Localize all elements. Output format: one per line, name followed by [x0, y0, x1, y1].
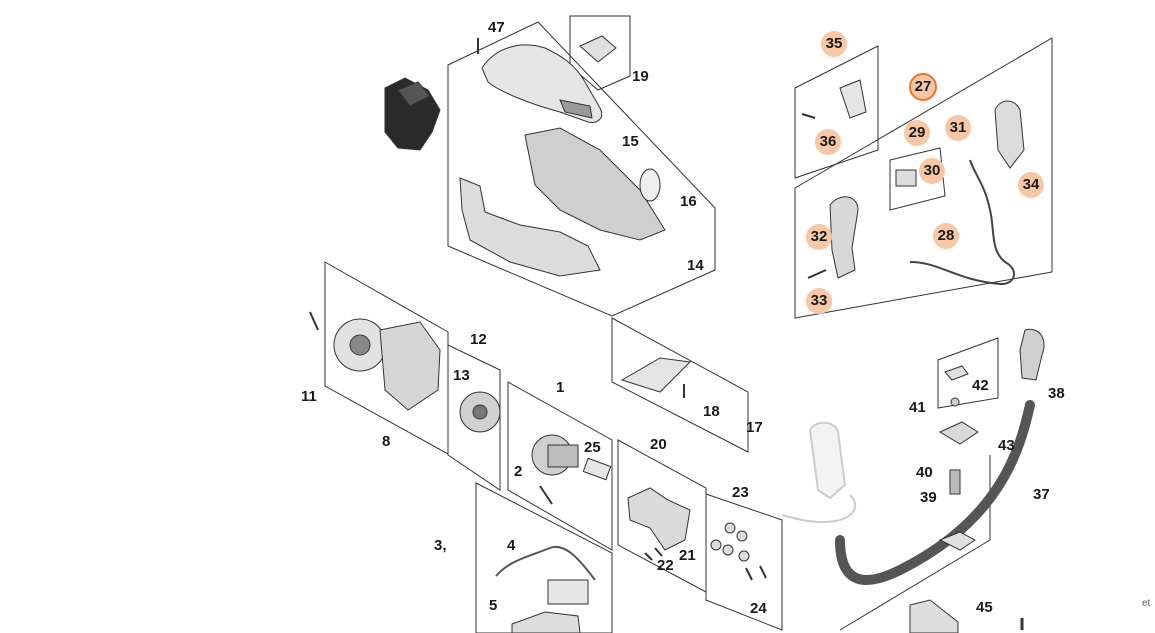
part-clip-2 [539, 485, 553, 505]
part-label-39[interactable]: 39 [920, 489, 937, 506]
part-cover-19 [579, 35, 617, 63]
part-label-15[interactable]: 15 [622, 133, 639, 150]
part-label-1[interactable]: 1 [556, 379, 565, 396]
part-badge-30[interactable]: 30 [919, 158, 945, 184]
part-nut-23e [738, 550, 750, 562]
group-frame-switch-29 [889, 147, 946, 211]
part-clamp-43 [938, 531, 976, 551]
part-housing-5 [511, 611, 581, 633]
part-label-21[interactable]: 21 [679, 547, 696, 564]
part-screw-33 [807, 269, 827, 279]
part-handlebar-37 [835, 400, 1035, 585]
part-label-19[interactable]: 19 [632, 68, 649, 85]
part-badge-34[interactable]: 34 [1018, 172, 1044, 198]
part-label-5[interactable]: 5 [489, 597, 498, 614]
part-label-23[interactable]: 23 [732, 484, 749, 501]
part-ghost-cable [781, 494, 857, 524]
part-label-24[interactable]: 24 [750, 600, 767, 617]
part-starter-8-shroud [379, 321, 441, 411]
part-bar-handle-38 [1019, 328, 1045, 381]
part-trigger-35 [839, 79, 867, 119]
part-label-25[interactable]: 25 [584, 439, 601, 456]
part-screw-24b [759, 565, 767, 579]
part-label-13[interactable]: 13 [453, 367, 470, 384]
part-battery-top [397, 81, 431, 107]
leader-43 [839, 455, 991, 631]
part-cap-40 [938, 421, 979, 445]
part-nut-23d [722, 544, 734, 556]
group-frame-engine [507, 381, 613, 551]
part-badge-31[interactable]: 31 [945, 115, 971, 141]
part-flywheel-13-hub [472, 404, 488, 420]
part-screw-21 [654, 547, 663, 557]
part-label-38[interactable]: 38 [1048, 385, 1065, 402]
part-screw-22 [644, 552, 653, 561]
part-shaft-25 [582, 457, 612, 481]
part-screw-24a [745, 567, 753, 581]
part-gasket-16 [639, 168, 661, 202]
group-frame-trigger-35 [794, 45, 879, 179]
part-badge-33[interactable]: 33 [806, 288, 832, 314]
part-engine-1-body [547, 444, 579, 468]
watermark-text: et [1142, 598, 1151, 609]
part-shell-15-detail [559, 99, 593, 119]
part-spring-39 [949, 469, 961, 495]
part-grip-32 [829, 196, 859, 279]
part-badge-29[interactable]: 29 [904, 120, 930, 146]
part-cover-17 [620, 357, 692, 393]
part-label-18[interactable]: 18 [703, 403, 720, 420]
part-label-41[interactable]: 41 [909, 399, 926, 416]
group-frame-fasteners-23 [705, 493, 783, 631]
part-label-17[interactable]: 17 [746, 419, 763, 436]
part-bracket-20 [627, 487, 691, 551]
group-frame-cover-17 [611, 317, 749, 453]
part-starter-8-hub [349, 334, 371, 356]
part-module-5 [547, 579, 589, 605]
part-label-12[interactable]: 12 [470, 331, 487, 348]
part-lever-41 [944, 365, 969, 381]
part-frame-14 [524, 127, 666, 241]
part-nut-23b [736, 530, 748, 542]
part-pin-36 [801, 113, 816, 119]
part-label-22[interactable]: 22 [657, 557, 674, 574]
part-switch-29 [895, 169, 917, 187]
part-wire-4 [495, 545, 596, 581]
group-frame-lever-41 [937, 337, 999, 409]
part-badge-32[interactable]: 32 [806, 224, 832, 250]
part-nut-23c [710, 539, 722, 551]
part-label-42[interactable]: 42 [972, 377, 989, 394]
group-frame-housing [447, 21, 716, 317]
group-frame-ignition [447, 344, 501, 491]
part-badge-35[interactable]: 35 [821, 31, 847, 57]
part-label-14[interactable]: 14 [687, 257, 704, 274]
group-frame-wiring [475, 482, 613, 633]
part-label-2[interactable]: 2 [514, 463, 523, 480]
part-label-3[interactable]: 3, [434, 537, 447, 554]
part-label-40[interactable]: 40 [916, 464, 933, 481]
part-nut-23a [724, 522, 736, 534]
part-label-11[interactable]: 11 [301, 388, 317, 405]
part-label-16[interactable]: 16 [680, 193, 697, 210]
part-screw-11 [309, 311, 319, 331]
part-clamp-45 [909, 599, 959, 633]
part-label-47[interactable]: 47 [488, 19, 505, 36]
part-label-45[interactable]: 45 [976, 599, 993, 616]
part-washer-42 [950, 397, 960, 407]
part-badge-28[interactable]: 28 [933, 223, 959, 249]
part-label-43[interactable]: 43 [998, 437, 1015, 454]
part-handle-27 [994, 100, 1025, 169]
part-badge-27-selected[interactable]: 27 [909, 73, 937, 101]
part-label-20[interactable]: 20 [650, 436, 667, 453]
group-frame-handle-27 [794, 37, 1053, 319]
group-frame-cover-19 [569, 15, 631, 91]
part-ghost-handle [808, 421, 847, 500]
part-cable-28 [909, 159, 1015, 286]
part-label-4[interactable]: 4 [507, 537, 516, 554]
part-label-37[interactable]: 37 [1033, 486, 1050, 503]
part-shell-14 [459, 177, 601, 277]
part-badge-36[interactable]: 36 [815, 129, 841, 155]
part-label-8[interactable]: 8 [382, 433, 391, 450]
